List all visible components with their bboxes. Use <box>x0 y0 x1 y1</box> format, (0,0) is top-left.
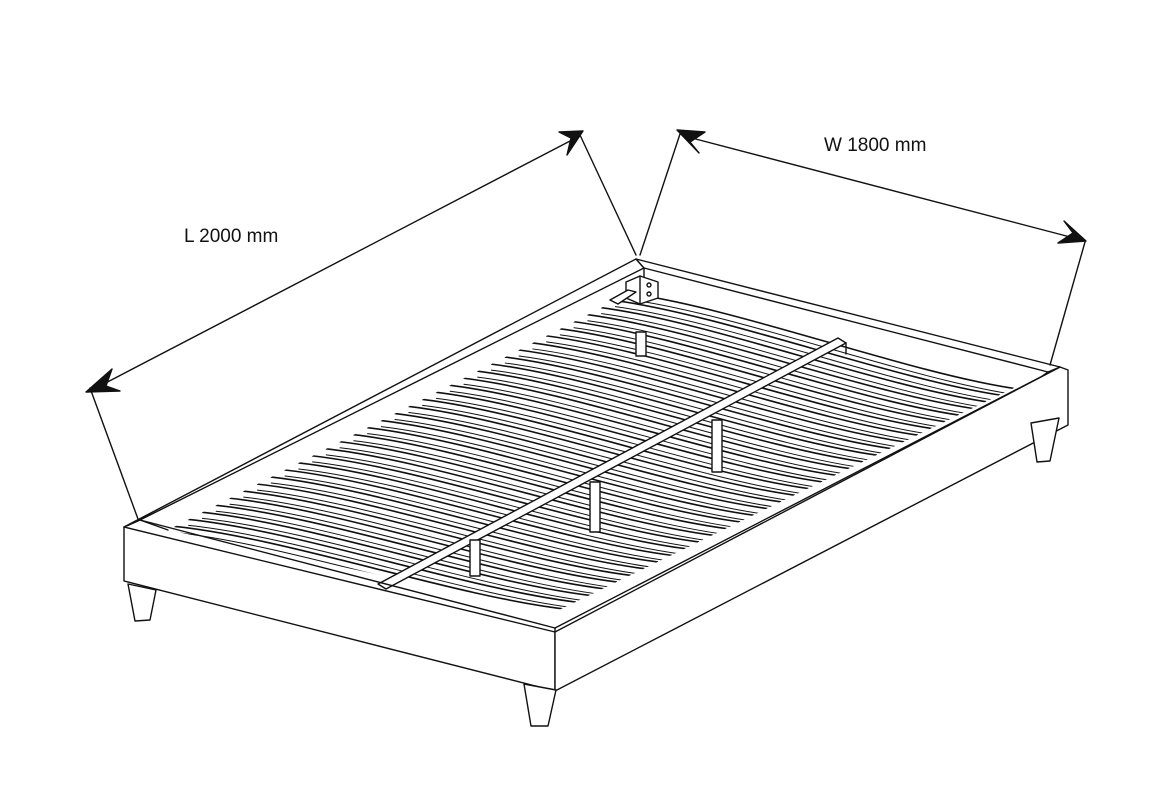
width-arrow-left <box>676 129 706 154</box>
slat-edge <box>284 469 673 557</box>
slat-edge <box>311 455 700 543</box>
slat-edge <box>628 292 1014 390</box>
slat-edge <box>476 370 864 463</box>
length-label: L 2000 mm <box>184 226 279 247</box>
slat-edge <box>449 384 837 476</box>
center-support-beam <box>377 337 847 590</box>
slat-edge <box>408 411 795 502</box>
slat-edge <box>490 363 878 456</box>
slat-edge <box>449 390 836 482</box>
slat-edge <box>573 320 960 416</box>
slat-edge <box>312 461 700 549</box>
slat-edge <box>628 299 1014 395</box>
slat-edge <box>587 313 973 410</box>
center-support-legs <box>469 331 723 577</box>
slat-edge <box>601 313 987 409</box>
slat-edge <box>380 419 768 510</box>
slat-edge <box>298 468 686 556</box>
slat-edge <box>546 341 932 435</box>
width-dimension <box>639 129 1087 366</box>
slat-edge <box>353 433 741 523</box>
slat-edge <box>587 320 973 415</box>
slat-edge <box>532 348 918 442</box>
slat-edge <box>545 335 932 430</box>
slat-edge <box>201 517 590 602</box>
slat-edge <box>270 476 659 563</box>
slat-edge <box>174 525 563 610</box>
slat-edge <box>325 454 713 542</box>
slat-edge <box>353 440 741 529</box>
slat-edge <box>614 306 1000 402</box>
slat-edge <box>518 355 905 449</box>
slat-edge <box>242 490 632 577</box>
slat-edge <box>573 327 959 422</box>
length-arrow-right <box>558 130 584 156</box>
slat-edge <box>394 412 782 503</box>
slat-edge <box>504 362 891 455</box>
slat-edge <box>518 349 905 443</box>
slat-edge <box>188 524 577 609</box>
slat-edge <box>559 328 946 423</box>
slat-edge <box>531 342 919 436</box>
bed-legs <box>127 417 1060 727</box>
slat-edge <box>408 405 796 496</box>
slat-edge <box>380 426 768 516</box>
slat-edge <box>394 419 782 509</box>
slat-edge <box>201 511 590 597</box>
slat-edge <box>297 462 686 550</box>
slat-edge <box>490 369 877 462</box>
slat-edge <box>435 397 823 489</box>
width-label: W 1800 mm <box>824 135 927 156</box>
width-arrow-right <box>1057 220 1087 244</box>
slat-edge <box>367 433 754 522</box>
slat-edge <box>270 482 659 569</box>
slat-edge <box>243 496 631 582</box>
slat-edge <box>463 377 850 470</box>
slat-edge <box>215 504 604 590</box>
slat-group <box>174 292 1014 612</box>
length-arrow-left <box>85 368 121 393</box>
corner-bracket <box>609 275 659 305</box>
slat-edge <box>229 497 618 583</box>
slat-edge <box>366 426 755 516</box>
slat-edge <box>256 483 645 570</box>
slat-edge <box>435 391 823 483</box>
slat-edge <box>477 376 864 469</box>
slat-edge <box>463 383 850 475</box>
slat-edge <box>559 334 946 429</box>
slat-area <box>168 290 1020 612</box>
slat-edge <box>187 518 577 603</box>
slat-edge <box>325 448 714 537</box>
slat-edge <box>229 503 618 589</box>
slat-edge <box>339 447 727 536</box>
slat-edge <box>600 306 987 403</box>
frame-top-edge <box>123 366 1061 629</box>
slat-edge <box>256 489 645 576</box>
slat-edge <box>422 404 809 495</box>
slat-edge <box>284 475 672 562</box>
slat-edge <box>421 398 809 490</box>
length-dimension <box>85 130 637 520</box>
slat-edge <box>339 440 727 530</box>
slat-edge <box>614 299 1001 396</box>
slat-edge <box>215 510 604 596</box>
slat-edge <box>504 356 891 450</box>
